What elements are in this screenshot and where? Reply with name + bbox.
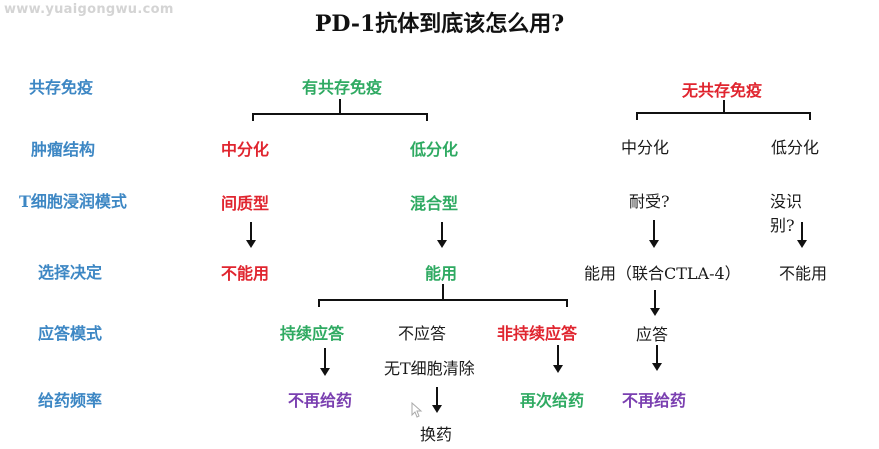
node-switch-drug: 换药 [420, 425, 453, 444]
bracket-tick [636, 112, 638, 120]
connector [339, 99, 341, 114]
node-tolerance: 耐受? [629, 192, 670, 211]
arrow-down-icon [649, 220, 659, 248]
bracket-tick [809, 112, 811, 120]
arrow-down-icon [650, 290, 660, 316]
arrow-down-icon [320, 348, 330, 376]
bracket-left [252, 113, 428, 115]
node-not-recognized-line1: 没识 [770, 192, 803, 211]
row-label-t-cell-infiltration: T细胞浸润模式 [19, 192, 127, 211]
mouse-cursor-icon [411, 402, 423, 418]
node-response: 应答 [636, 325, 669, 344]
bracket-tick [566, 299, 568, 307]
node-right-stop-dosing: 不再给药 [622, 391, 687, 410]
node-no-coexisting-immunity: 无共存免疫 [682, 81, 763, 100]
row-label-response-mode: 应答模式 [38, 324, 103, 343]
arrow-down-icon [432, 387, 442, 413]
bracket-tick [426, 113, 428, 121]
arrow-down-icon [553, 345, 563, 373]
node-can-use-ctla4: 能用（联合CTLA-4） [584, 264, 741, 283]
bracket-tick [252, 113, 254, 121]
node-sustained-response: 持续应答 [280, 324, 345, 343]
row-label-coexisting-immunity: 共存免疫 [29, 78, 94, 97]
row-label-decision: 选择决定 [38, 263, 103, 282]
arrow-down-icon [652, 345, 662, 371]
row-label-tumor-structure: 肿瘤结构 [31, 140, 96, 159]
node-coexisting-immunity: 有共存免疫 [302, 78, 383, 97]
watermark: www.yuaigongwu.com [4, 2, 174, 17]
node-not-recognized-line2: 别? [770, 216, 795, 235]
node-cannot-use: 不能用 [221, 264, 270, 283]
node-can-use: 能用 [425, 264, 458, 283]
node-mixed-type: 混合型 [410, 194, 459, 213]
node-no-t-cell-clearance: 无T细胞清除 [384, 359, 475, 378]
node-redose: 再次给药 [520, 391, 585, 410]
node-right-mid-diff: 中分化 [621, 138, 670, 157]
node-right-cannot-use: 不能用 [779, 264, 828, 283]
node-non-sustained-response: 非持续应答 [497, 324, 578, 343]
connector [442, 284, 444, 300]
arrow-down-icon [246, 222, 256, 248]
node-interstitial-type: 间质型 [221, 194, 270, 213]
connector [723, 100, 725, 113]
node-no-response: 不应答 [398, 324, 447, 343]
node-right-low-diff: 低分化 [771, 138, 820, 157]
bracket-tick [318, 299, 320, 307]
bracket-right [636, 112, 811, 114]
row-label-dosing-frequency: 给药频率 [38, 391, 103, 410]
bracket-responses [318, 299, 568, 301]
node-left-low-diff: 低分化 [410, 140, 459, 159]
arrow-down-icon [797, 222, 807, 248]
node-left-mid-diff: 中分化 [221, 140, 270, 159]
node-stop-dosing: 不再给药 [288, 391, 353, 410]
page-title: PD-1抗体到底该怎么用? [314, 11, 565, 37]
arrow-down-icon [437, 222, 447, 248]
